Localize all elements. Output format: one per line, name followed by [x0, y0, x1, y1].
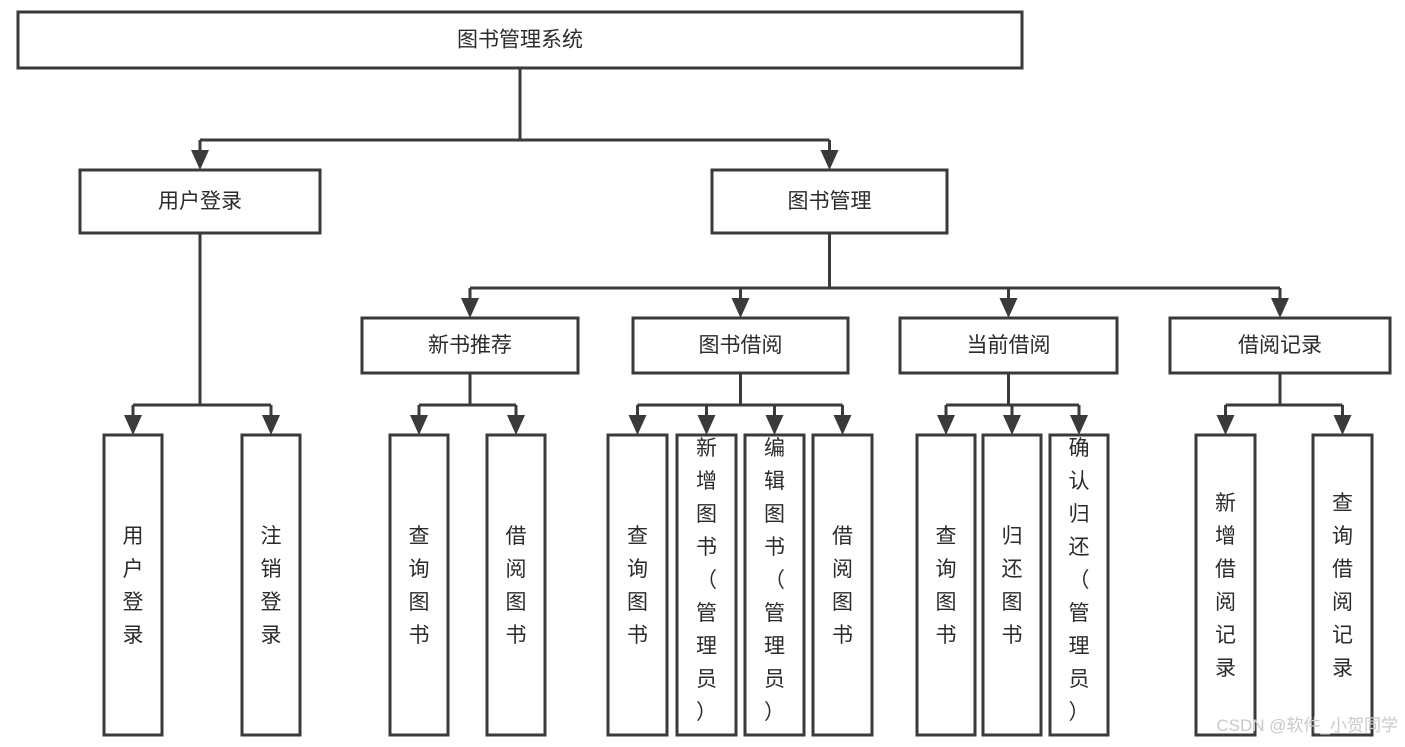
connector-new-book-recommend-to-leaves: [410, 373, 525, 435]
node-book-manage[interactable]: 图书管理: [710, 168, 949, 235]
arrowhead-icon: [461, 298, 479, 318]
connector-book-manage-to-level2: [461, 233, 1289, 318]
node-user-login[interactable]: 用户登录: [78, 168, 322, 235]
node-leaf-borrow-book-recommend[interactable]: 借阅图书: [485, 433, 547, 737]
node-current-borrow[interactable]: 当前借阅: [898, 316, 1119, 375]
node-label: 当前借阅: [967, 334, 1051, 357]
arrowhead-icon: [191, 150, 209, 170]
connector-root-to-level1: [191, 68, 839, 170]
arrowhead-icon: [1003, 415, 1021, 435]
connector-borrow-record-to-leaves: [1216, 373, 1352, 435]
node-label: 用户登录: [123, 525, 144, 647]
node-borrow-record[interactable]: 借阅记录: [1168, 316, 1392, 375]
arrowhead-icon: [1333, 415, 1352, 435]
arrowhead-icon: [628, 415, 647, 435]
node-leaf-add-book[interactable]: 新增图书（管理员）: [675, 433, 738, 737]
arrowhead-icon: [765, 415, 784, 435]
node-label: 编辑图书（管理员）: [764, 437, 785, 724]
connectors-layer: [124, 68, 1352, 435]
node-label: 归还图书: [1002, 525, 1023, 647]
node-label: 图书管理系统: [457, 29, 583, 52]
node-new-book-recommend[interactable]: 新书推荐: [360, 316, 580, 375]
nodes-layer: 图书管理系统用户登录图书管理新书推荐图书借阅当前借阅借阅记录用户登录注销登录查询…: [16, 10, 1392, 737]
node-label: 新增借阅记录: [1215, 492, 1236, 680]
node-label: 用户登录: [158, 190, 242, 213]
arrowhead-icon: [937, 415, 955, 435]
node-box: [675, 433, 738, 737]
arrowhead-icon: [262, 415, 280, 435]
node-label: 查询借阅记录: [1332, 492, 1353, 680]
node-leaf-edit-book[interactable]: 编辑图书（管理员）: [743, 433, 806, 737]
arrowhead-icon: [833, 415, 852, 435]
node-box: [78, 168, 322, 235]
node-leaf-query-book-current[interactable]: 查询图书: [915, 433, 977, 737]
node-box: [981, 433, 1043, 737]
arrowhead-icon: [1070, 415, 1088, 435]
node-box: [811, 433, 874, 737]
node-label: 图书借阅: [699, 334, 783, 357]
node-label: 新增图书（管理员）: [696, 437, 717, 724]
node-leaf-confirm-return[interactable]: 确认归还（管理员）: [1048, 433, 1110, 737]
node-label: 图书管理: [788, 190, 872, 213]
node-box: [1311, 433, 1374, 737]
node-box: [898, 316, 1119, 375]
connector-current-borrow-to-leaves: [937, 373, 1088, 435]
node-box: [16, 10, 1024, 70]
node-root[interactable]: 图书管理系统: [16, 10, 1024, 70]
node-leaf-logout-login[interactable]: 注销登录: [240, 433, 302, 737]
node-box: [1048, 433, 1110, 737]
node-box: [360, 316, 580, 375]
node-label: 借阅图书: [832, 525, 853, 647]
node-box: [388, 433, 450, 737]
node-box: [1194, 433, 1257, 737]
node-label: 查询图书: [936, 525, 957, 647]
arrowhead-icon: [697, 415, 716, 435]
connector-user-login-to-leaves: [124, 233, 280, 435]
arrowhead-icon: [507, 415, 525, 435]
arrowhead-icon: [999, 298, 1018, 318]
node-book-borrow[interactable]: 图书借阅: [631, 316, 850, 375]
node-label: 确认归还（管理员）: [1069, 437, 1090, 724]
node-box: [606, 433, 669, 737]
node-label: 查询图书: [627, 525, 648, 647]
connector-book-borrow-to-leaves: [628, 373, 852, 435]
arrowhead-icon: [1271, 298, 1289, 318]
node-label: 注销登录: [261, 525, 282, 647]
node-label: 新书推荐: [428, 334, 512, 357]
node-leaf-query-borrow-record[interactable]: 查询借阅记录: [1311, 433, 1374, 737]
node-leaf-borrow-book[interactable]: 借阅图书: [811, 433, 874, 737]
node-label: 查询图书: [409, 525, 430, 647]
node-leaf-add-borrow-record[interactable]: 新增借阅记录: [1194, 433, 1257, 737]
node-box: [710, 168, 949, 235]
node-box: [1168, 316, 1392, 375]
node-leaf-return-book[interactable]: 归还图书: [981, 433, 1043, 737]
node-box: [915, 433, 977, 737]
node-leaf-query-book-borrow[interactable]: 查询图书: [606, 433, 669, 737]
arrowhead-icon: [124, 415, 142, 435]
node-label: 借阅记录: [1238, 334, 1322, 357]
arrowhead-icon: [410, 415, 428, 435]
node-box: [743, 433, 806, 737]
arrowhead-icon: [1216, 415, 1235, 435]
node-box: [485, 433, 547, 737]
csdn-watermark: CSDN @软件_小贺同学: [1216, 716, 1398, 735]
node-label: 借阅图书: [506, 525, 527, 647]
node-leaf-query-book-recommend[interactable]: 查询图书: [388, 433, 450, 737]
node-box: [631, 316, 850, 375]
node-box: [102, 433, 164, 737]
arrowhead-icon: [820, 150, 839, 170]
node-box: [240, 433, 302, 737]
arrowhead-icon: [731, 298, 750, 318]
node-leaf-user-login[interactable]: 用户登录: [102, 433, 164, 737]
